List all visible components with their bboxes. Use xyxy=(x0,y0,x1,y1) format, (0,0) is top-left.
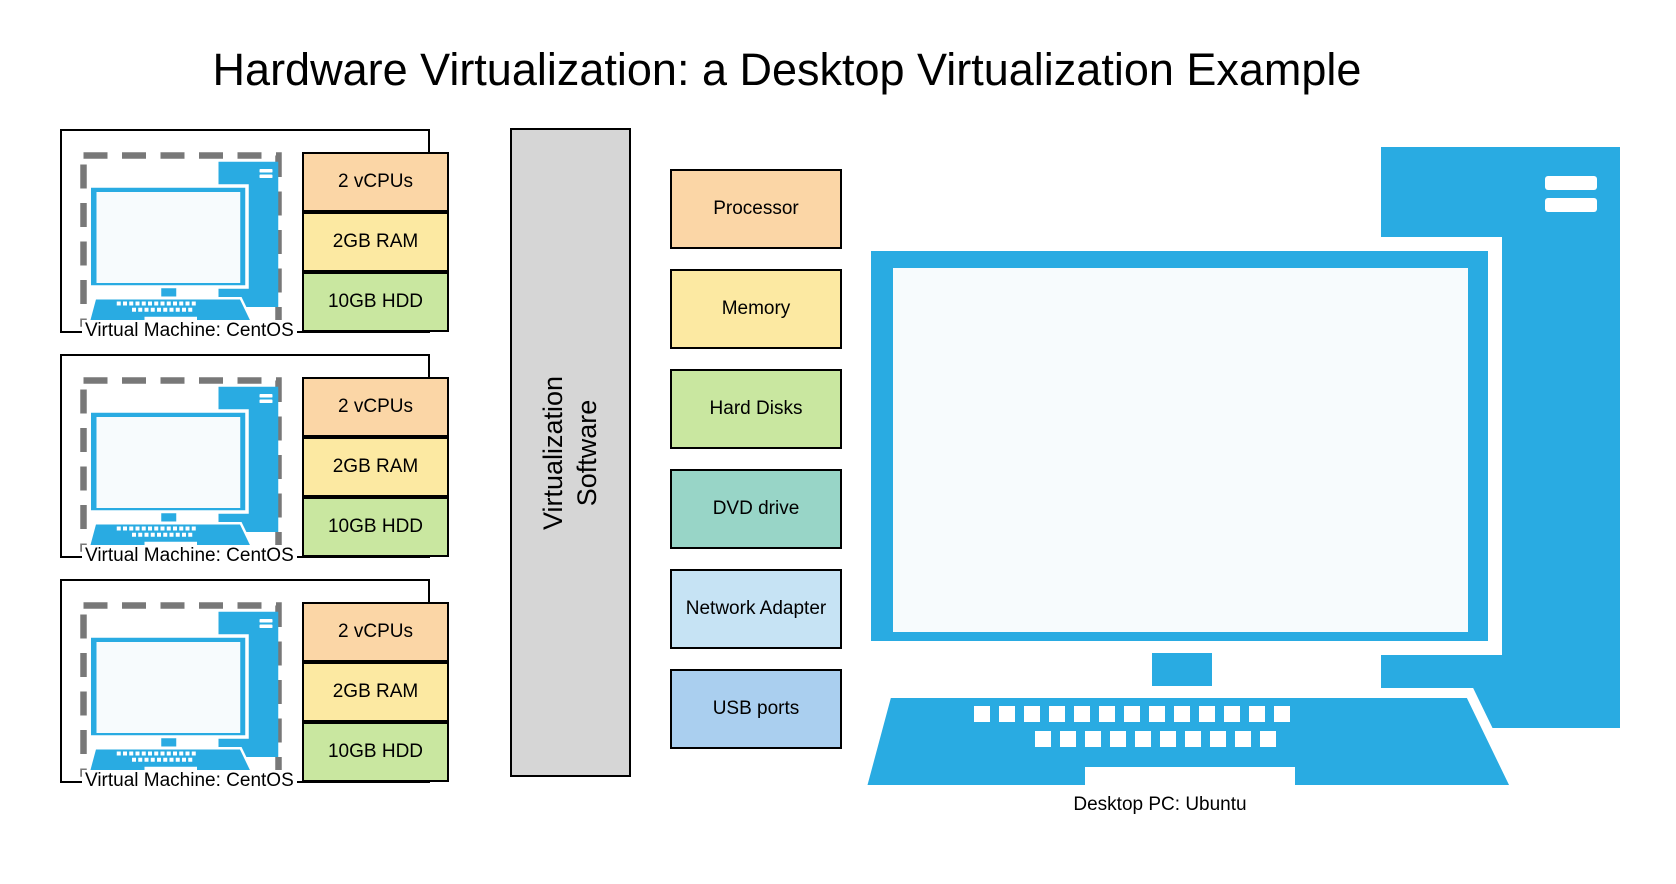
hardware-component-label: Memory xyxy=(721,298,791,319)
virtualization-software-bar: Virtualization Software xyxy=(510,128,631,777)
hardware-component-label: Hard Disks xyxy=(709,398,803,419)
desktop-pc-icon xyxy=(855,140,1625,798)
desktop-pc-caption: Desktop PC: Ubuntu xyxy=(1073,794,1247,815)
hardware-component-box: USB ports xyxy=(670,669,842,749)
vm-spec-ram: 2GB RAM xyxy=(302,212,449,272)
hardware-component-label: Network Adapter xyxy=(685,598,827,619)
virtual-machine-pc-icon xyxy=(80,377,282,552)
vm-caption: Virtual Machine: CentOS xyxy=(82,320,297,342)
vm-spec-vcpu: 2 vCPUs xyxy=(302,377,449,437)
hardware-component-label: USB ports xyxy=(712,698,800,719)
hardware-component-box: Network Adapter xyxy=(670,569,842,649)
vm-box: 2 vCPUs 2GB RAM 10GB HDD Virtual Machine… xyxy=(60,129,449,342)
hardware-component-label: Processor xyxy=(713,198,799,219)
vm-spec-hdd: 10GB HDD xyxy=(302,272,449,332)
vm-box: 2 vCPUs 2GB RAM 10GB HDD Virtual Machine… xyxy=(60,354,449,567)
vm-dashed-frame xyxy=(80,377,282,552)
vm-spec-hdd: 10GB HDD xyxy=(302,722,449,782)
vm-dashed-frame xyxy=(80,152,282,327)
hardware-component-label: DVD drive xyxy=(712,498,800,519)
vm-spec-vcpu: 2 vCPUs xyxy=(302,152,449,212)
vm-spec-ram: 2GB RAM xyxy=(302,662,449,722)
vm-caption: Virtual Machine: CentOS xyxy=(82,545,297,567)
hardware-component-box: Processor xyxy=(670,169,842,249)
virtual-machine-pc-icon xyxy=(80,602,282,777)
hardware-component-box: DVD drive xyxy=(670,469,842,549)
vm-box: 2 vCPUs 2GB RAM 10GB HDD Virtual Machine… xyxy=(60,579,449,792)
hardware-component-box: Memory xyxy=(670,269,842,349)
diagram-title: Hardware Virtualization: a Desktop Virtu… xyxy=(212,44,1362,95)
vm-spec-ram: 2GB RAM xyxy=(302,437,449,497)
virtualization-software-label: Virtualization Software xyxy=(538,375,603,530)
vm-caption: Virtual Machine: CentOS xyxy=(82,770,297,792)
hardware-component-box: Hard Disks xyxy=(670,369,842,449)
vm-dashed-frame xyxy=(80,602,282,777)
vm-spec-vcpu: 2 vCPUs xyxy=(302,602,449,662)
virtual-machine-pc-icon xyxy=(80,152,282,327)
vm-spec-hdd: 10GB HDD xyxy=(302,497,449,557)
